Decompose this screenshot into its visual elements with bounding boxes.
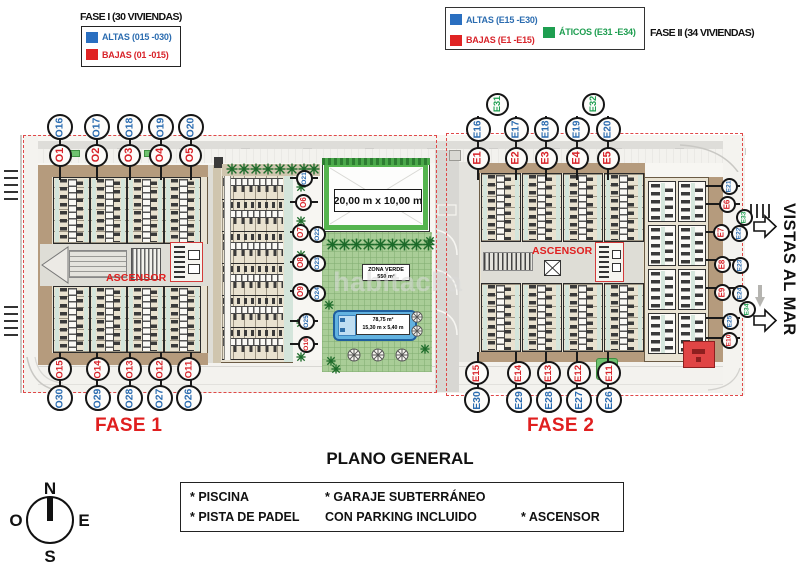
svg-text:O: O bbox=[10, 511, 23, 530]
svg-text:E: E bbox=[78, 511, 89, 530]
svg-text:S: S bbox=[44, 547, 55, 563]
svg-text:N: N bbox=[44, 479, 56, 498]
